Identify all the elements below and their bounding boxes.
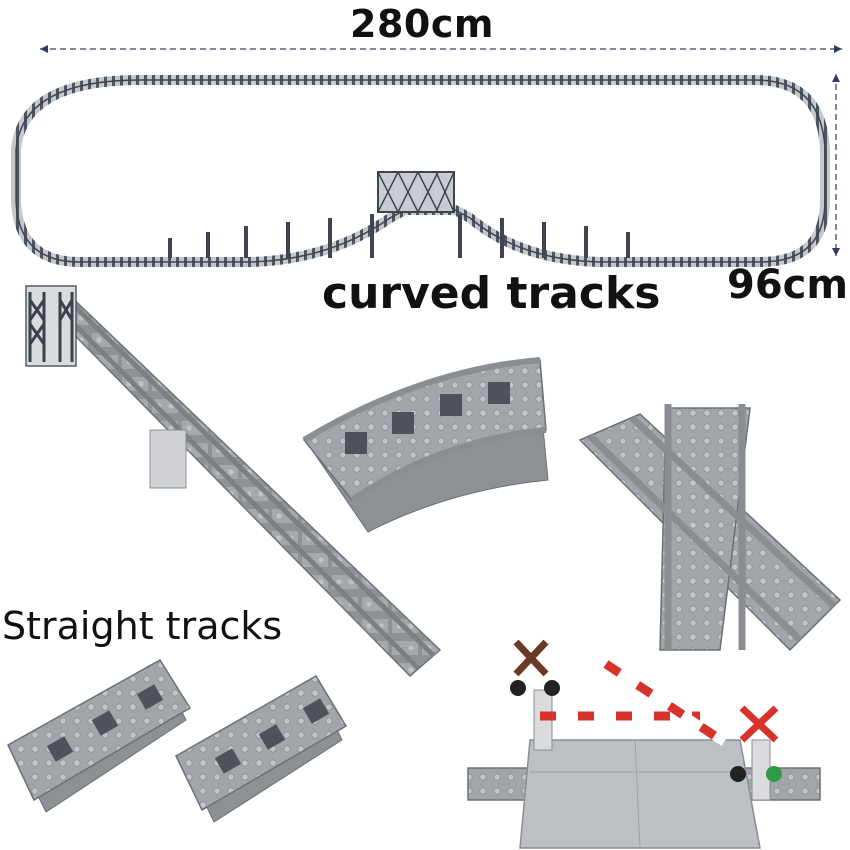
straight-inclined-track — [25, 285, 442, 678]
oval-track-layout — [11, 75, 830, 267]
straight-track-stack-left — [7, 658, 192, 813]
height-dimension-line — [832, 74, 840, 256]
straight-track-stack-right — [175, 674, 348, 823]
straight-tracks-label: Straight tracks — [2, 604, 283, 648]
height-dimension-label: 96cm — [727, 262, 849, 308]
curved-tracks-label: curved tracks — [322, 268, 661, 319]
switch-track — [578, 404, 842, 652]
width-dimension-line — [40, 45, 842, 53]
width-dimension-label: 280cm — [350, 2, 494, 46]
level-crossing — [467, 639, 821, 849]
curved-track-stack — [302, 357, 549, 533]
